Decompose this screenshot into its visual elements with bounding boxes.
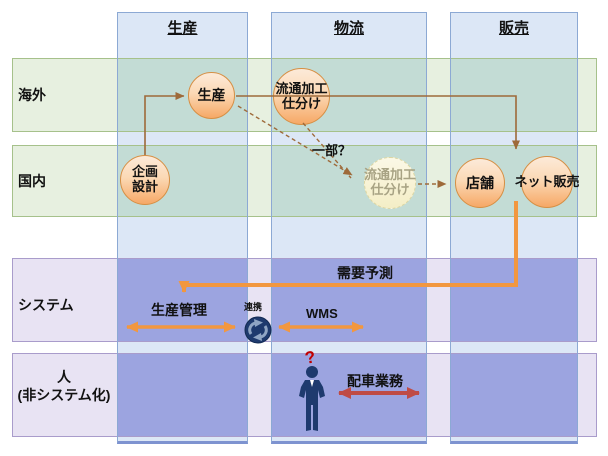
row-label-domestic: 国内 [18, 173, 46, 189]
row-label-system: システム [18, 297, 74, 313]
intersection-human-sales [451, 354, 577, 436]
node-store-label: 店舗 [466, 174, 494, 191]
node-production: 生産 [188, 72, 235, 119]
node-processing-domestic-line2: 仕分け [370, 182, 410, 197]
intersection-human-production [118, 354, 247, 436]
annotation-dispatch: 配車業務 [347, 373, 403, 389]
node-net-sales-label: ネット販売 [514, 173, 580, 189]
annotation-production-management: 生産管理 [151, 302, 207, 318]
column-outline-sales [450, 12, 578, 444]
column-header-production: 生産 [167, 20, 198, 37]
annotation-partial: 一部？ [312, 143, 352, 158]
node-processing-domestic-line1: 流通加工 [364, 167, 417, 183]
annotation-link-label: 連携 [244, 302, 263, 312]
row-label-human: 人 (非システム化) [8, 369, 120, 404]
row-label-human-line1: 人 [57, 369, 71, 385]
node-processing-domestic-faded: 流通加工 仕分け [364, 157, 416, 209]
annotation-demand-forecast: 需要予測 [337, 265, 393, 281]
node-production-label: 生産 [197, 87, 226, 104]
column-header-sales: 販売 [498, 20, 529, 37]
row-label-human-line2: (非システム化) [17, 386, 111, 403]
node-planning-design: 企画 設計 [120, 155, 170, 205]
row-label-overseas: 海外 [18, 87, 46, 103]
node-net-sales: ネット販売 [515, 156, 580, 208]
column-outline-production [117, 12, 248, 444]
node-processing-overseas: 流通加工 仕分け [273, 68, 330, 125]
node-processing-overseas-line2: 仕分け [281, 95, 321, 111]
node-processing-overseas-line1: 流通加工 [275, 80, 328, 96]
column-header-logistics: 物流 [333, 20, 364, 37]
node-planning-line1: 企画 [131, 164, 158, 180]
annotation-wms: WMS [306, 306, 338, 321]
node-store: 店舗 [455, 158, 505, 208]
node-planning-line2: 設計 [131, 179, 158, 194]
